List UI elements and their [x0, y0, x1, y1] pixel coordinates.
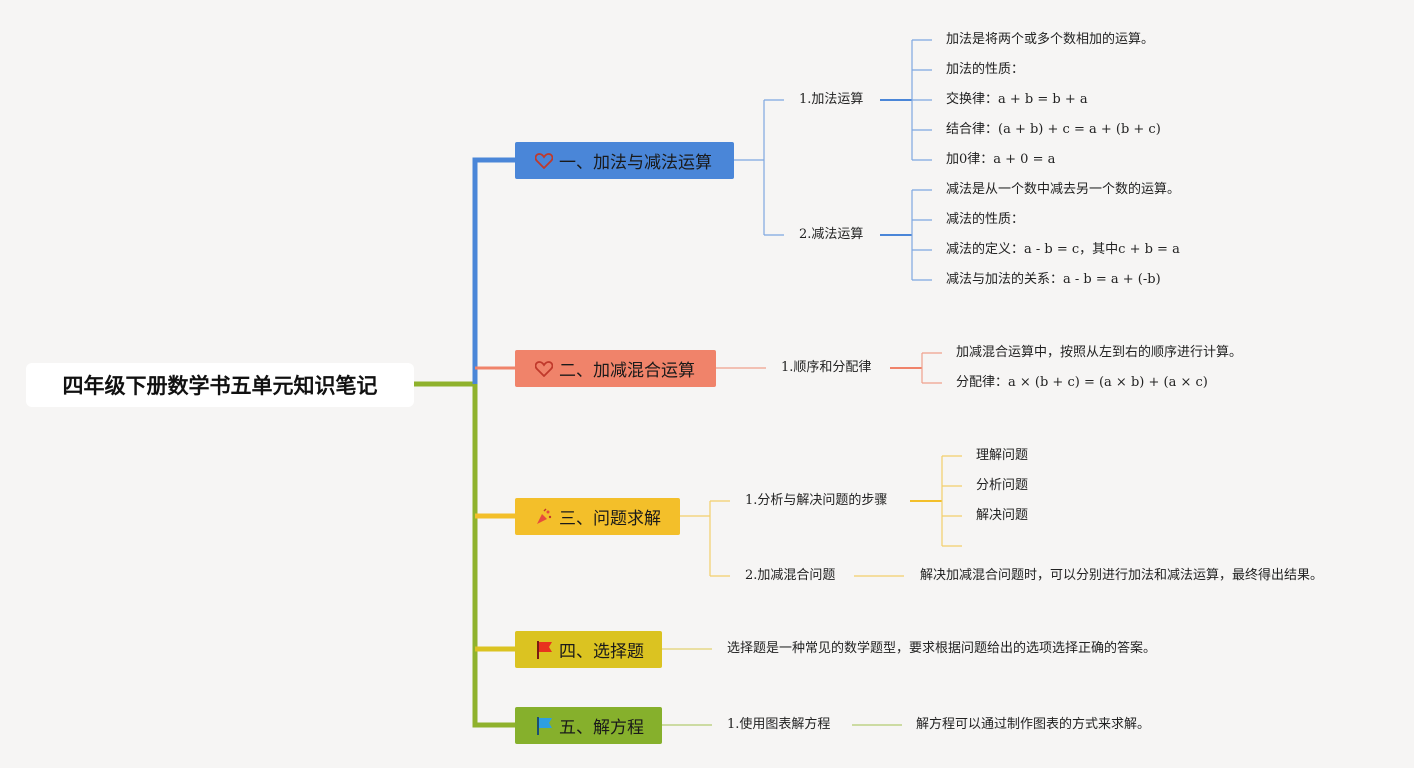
leaf-node[interactable]: 加减混合运算中，按照从左到右的顺序进行计算。: [956, 345, 1243, 360]
subtopic-problem-steps[interactable]: 1.分析与解决问题的步骤: [745, 493, 888, 508]
heart-icon: [533, 358, 555, 380]
leaf-node[interactable]: 减法与加法的关系：a - b = a + (-b): [946, 272, 1161, 287]
blue-flag-icon: [533, 715, 555, 737]
subtopic-order-distributive[interactable]: 1.顺序和分配律: [781, 360, 872, 375]
topic-mixed-operations[interactable]: 二、加减混合运算: [515, 350, 716, 387]
leaf-node[interactable]: 结合律：(a + b) + c = a + (b + c): [946, 122, 1161, 137]
subtopic-chart-equations[interactable]: 1.使用图表解方程: [727, 717, 831, 732]
subtopic-subtraction[interactable]: 2.减法运算: [799, 227, 864, 242]
topic-solving-equations[interactable]: 五、解方程: [515, 707, 662, 744]
topic-label: 一、加法与减法运算: [559, 153, 712, 173]
topic-label: 五、解方程: [559, 718, 644, 738]
leaf-node[interactable]: 解决加减混合问题时，可以分别进行加法和减法运算，最终得出结果。: [920, 568, 1324, 583]
red-flag-icon: [533, 639, 555, 661]
leaf-node[interactable]: 选择题是一种常见的数学题型，要求根据问题给出的选项选择正确的答案。: [727, 641, 1157, 656]
leaf-node[interactable]: 交换律：a + b = b + a: [946, 92, 1088, 107]
topic-label: 四、选择题: [559, 642, 644, 662]
leaf-node[interactable]: 减法的性质：: [946, 212, 1025, 227]
subtopic-addition[interactable]: 1.加法运算: [799, 92, 864, 107]
topic-addition-subtraction[interactable]: 一、加法与减法运算: [515, 142, 734, 179]
leaf-node[interactable]: 加法的性质：: [946, 62, 1025, 77]
topic-problem-solving[interactable]: 三、问题求解: [515, 498, 680, 535]
leaf-node[interactable]: 分析问题: [976, 478, 1029, 493]
root-node[interactable]: 四年级下册数学书五单元知识笔记: [26, 363, 414, 407]
leaf-node[interactable]: 理解问题: [976, 448, 1029, 463]
party-popper-icon: [533, 506, 555, 528]
leaf-node[interactable]: 加法是将两个或多个数相加的运算。: [946, 32, 1155, 47]
heart-icon: [533, 150, 555, 172]
leaf-node[interactable]: 解决问题: [976, 508, 1029, 523]
topic-multiple-choice[interactable]: 四、选择题: [515, 631, 662, 668]
leaf-node[interactable]: 解方程可以通过制作图表的方式来求解。: [916, 717, 1151, 732]
leaf-node[interactable]: 减法是从一个数中减去另一个数的运算。: [946, 182, 1181, 197]
topic-label: 二、加减混合运算: [559, 361, 695, 381]
leaf-node[interactable]: 分配律：a × (b + c) = (a × b) + (a × c): [956, 375, 1208, 390]
topic-label: 三、问题求解: [559, 509, 661, 529]
subtopic-mixed-problems[interactable]: 2.加减混合问题: [745, 568, 836, 583]
leaf-node[interactable]: 减法的定义：a - b = c，其中c + b = a: [946, 242, 1180, 257]
leaf-node[interactable]: 加0律：a + 0 = a: [946, 152, 1056, 167]
